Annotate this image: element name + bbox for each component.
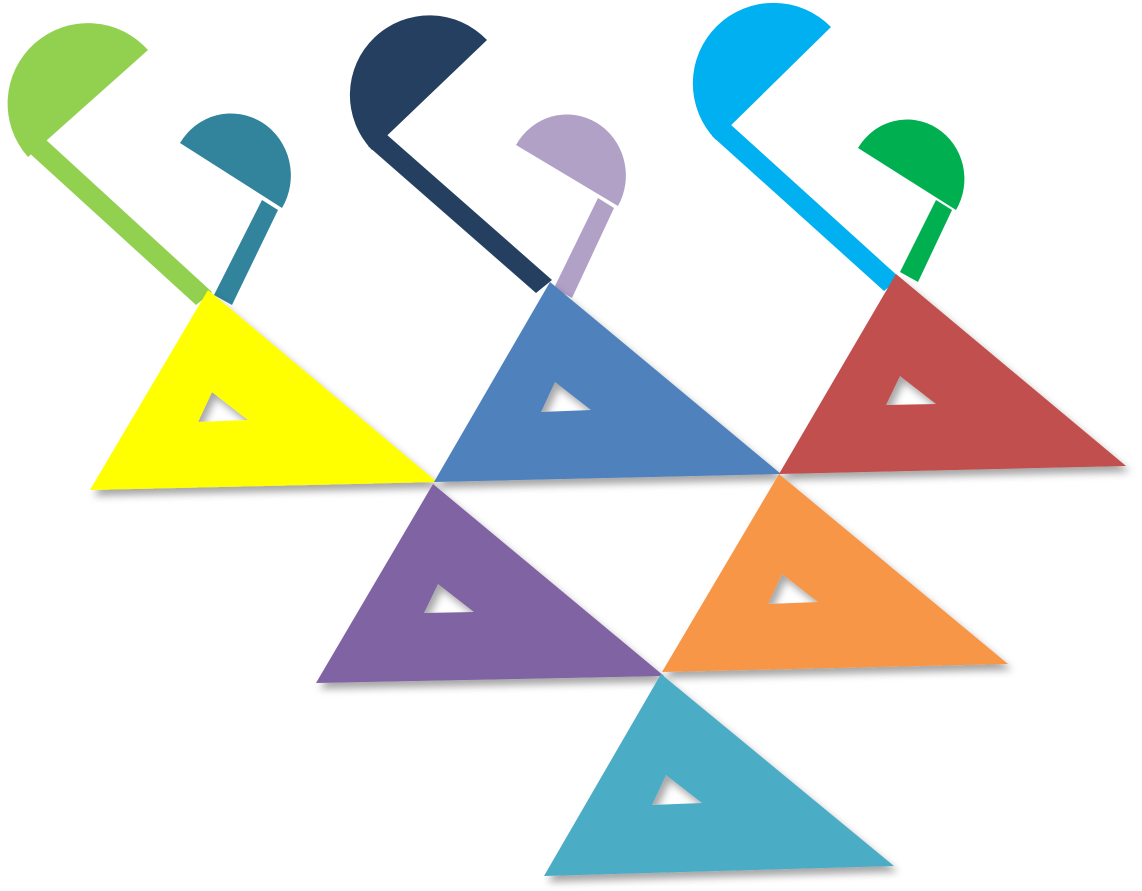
sky-blue-note bbox=[692, 2, 900, 291]
emerald-note bbox=[858, 119, 965, 282]
red-triangle bbox=[779, 274, 1126, 474]
emerald-note-head bbox=[858, 119, 965, 210]
purple-triangle bbox=[316, 484, 664, 683]
emerald-note-stem bbox=[900, 200, 952, 282]
lavender-note-head bbox=[516, 114, 626, 206]
sky-blue-note-stem bbox=[712, 124, 900, 291]
triangles bbox=[90, 274, 1126, 876]
yellow-triangle bbox=[90, 290, 437, 490]
lime-note-head bbox=[7, 23, 149, 158]
navy-note-head bbox=[349, 15, 487, 151]
dark-teal-note-head bbox=[180, 113, 291, 208]
navy-note bbox=[349, 15, 552, 293]
lavender-note-stem bbox=[554, 198, 614, 298]
dark-teal-note-stem bbox=[214, 200, 278, 305]
navy-note-stem bbox=[368, 134, 552, 293]
dark-teal-note bbox=[180, 113, 291, 305]
lime-note bbox=[7, 23, 212, 305]
lime-note-stem bbox=[26, 138, 212, 305]
blue-triangle bbox=[434, 282, 781, 482]
note-flags bbox=[7, 2, 965, 305]
sky-blue-note-head bbox=[692, 2, 831, 141]
orange-triangle bbox=[662, 474, 1008, 672]
lavender-note bbox=[516, 114, 626, 298]
teal-triangle bbox=[544, 674, 894, 876]
